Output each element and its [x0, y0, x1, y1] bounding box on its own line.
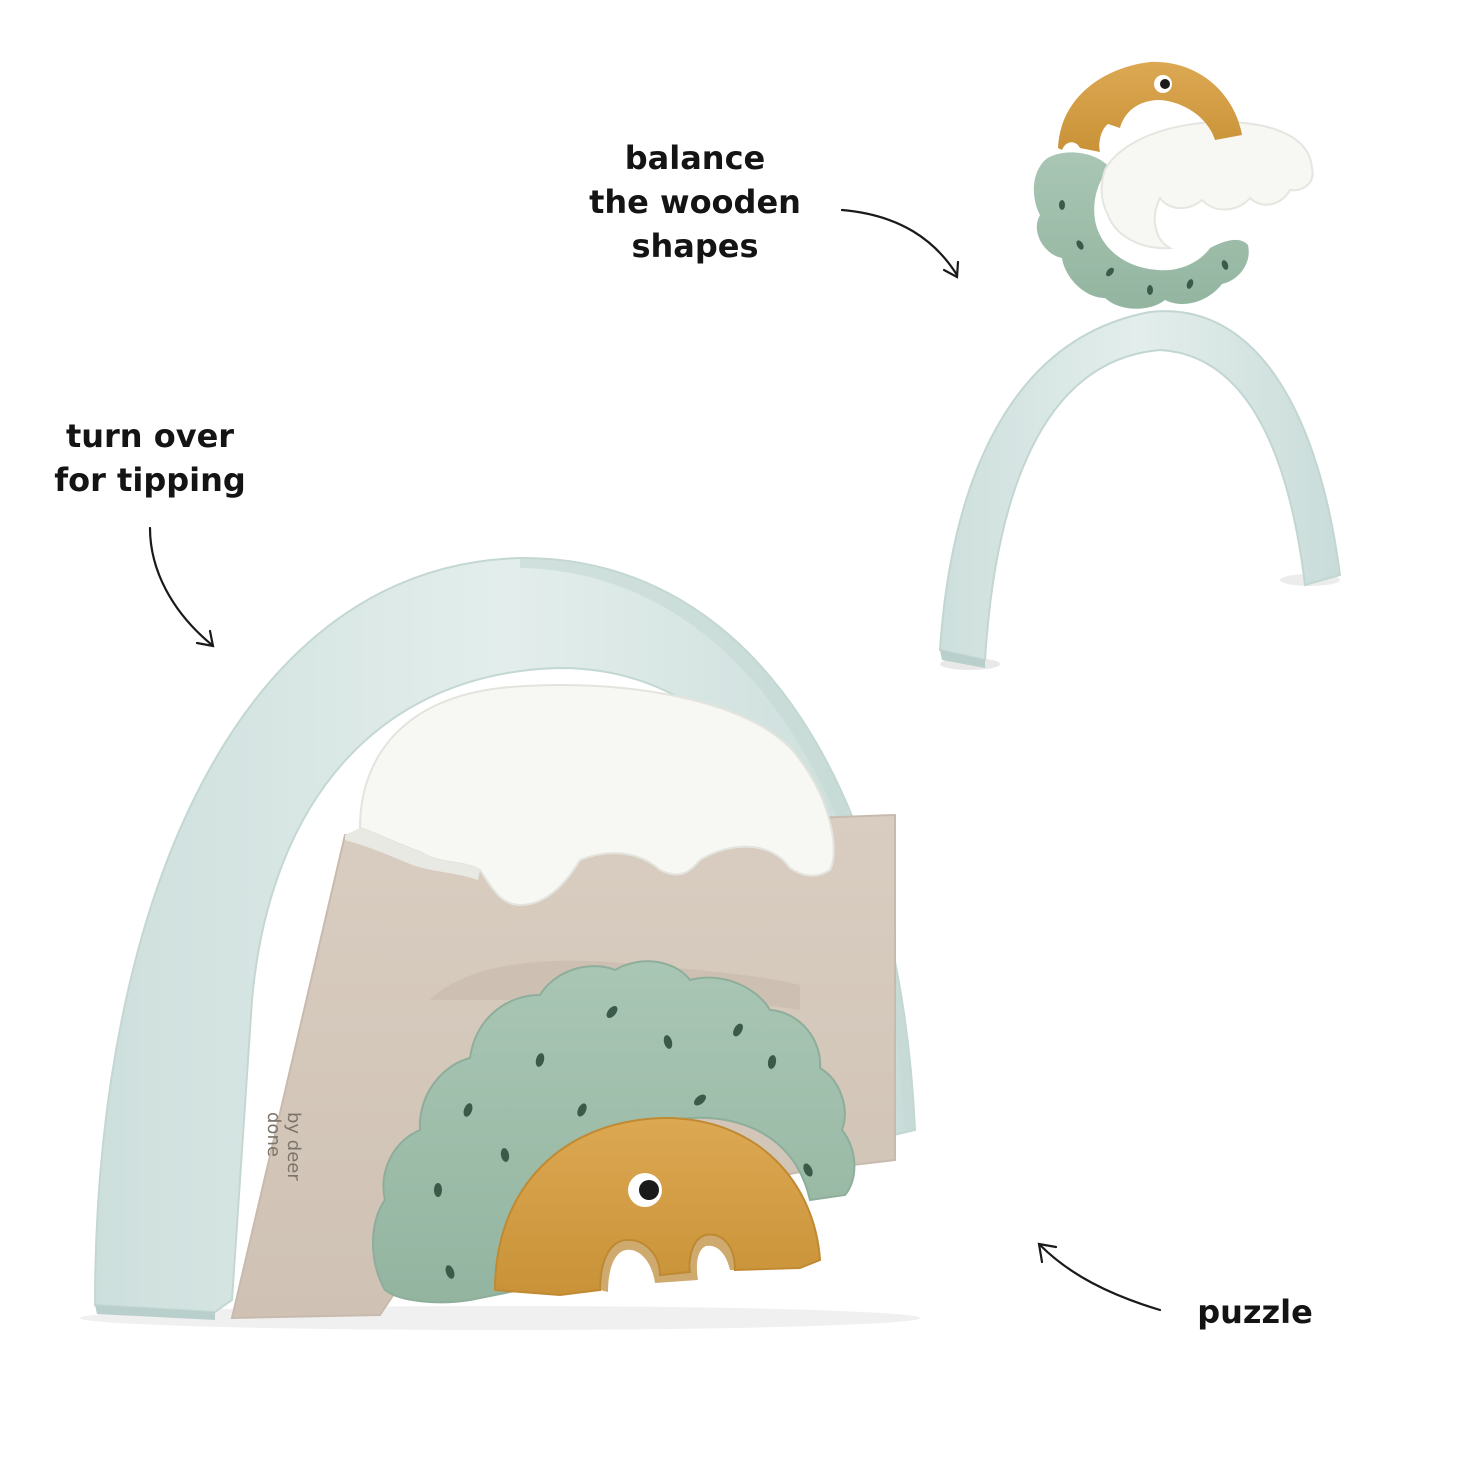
balance-dino [1058, 61, 1242, 152]
caption-turn-over: turn over for tipping [20, 414, 280, 502]
annotation-arrows [148, 208, 1162, 1312]
caption-balance-line1: balance [624, 139, 766, 177]
puzzle-stack: done by deer [80, 556, 920, 1330]
caption-balance-line2: the wooden [589, 183, 801, 221]
caption-puzzle: puzzle [1180, 1290, 1330, 1334]
caption-balance-line3: shapes [631, 227, 759, 265]
brand-logo-line2: by deer [283, 1112, 304, 1181]
caption-turn-over-line1: turn over [65, 417, 235, 455]
brand-logo-line1: done [263, 1112, 284, 1157]
balance-bush-dots [1059, 200, 1229, 295]
caption-puzzle-text: puzzle [1197, 1293, 1313, 1331]
arrow-balance [840, 208, 959, 277]
arrow-turn-over [148, 526, 214, 647]
balance-stack [938, 61, 1342, 670]
balance-dino-eye-pupil [1160, 79, 1170, 89]
caption-balance: balance the wooden shapes [560, 136, 830, 268]
caption-turn-over-line2: for tipping [54, 461, 246, 499]
balance-arch [938, 310, 1342, 662]
balance-cloud [1100, 120, 1314, 250]
arrow-puzzle [1038, 1243, 1162, 1312]
puzzle-snow [358, 684, 835, 907]
brand-logo: done by deer [263, 1112, 304, 1181]
puzzle-bush-dots [434, 1006, 813, 1279]
balance-bush [1033, 152, 1249, 309]
puzzle-dino-eye-pupil [639, 1180, 659, 1200]
